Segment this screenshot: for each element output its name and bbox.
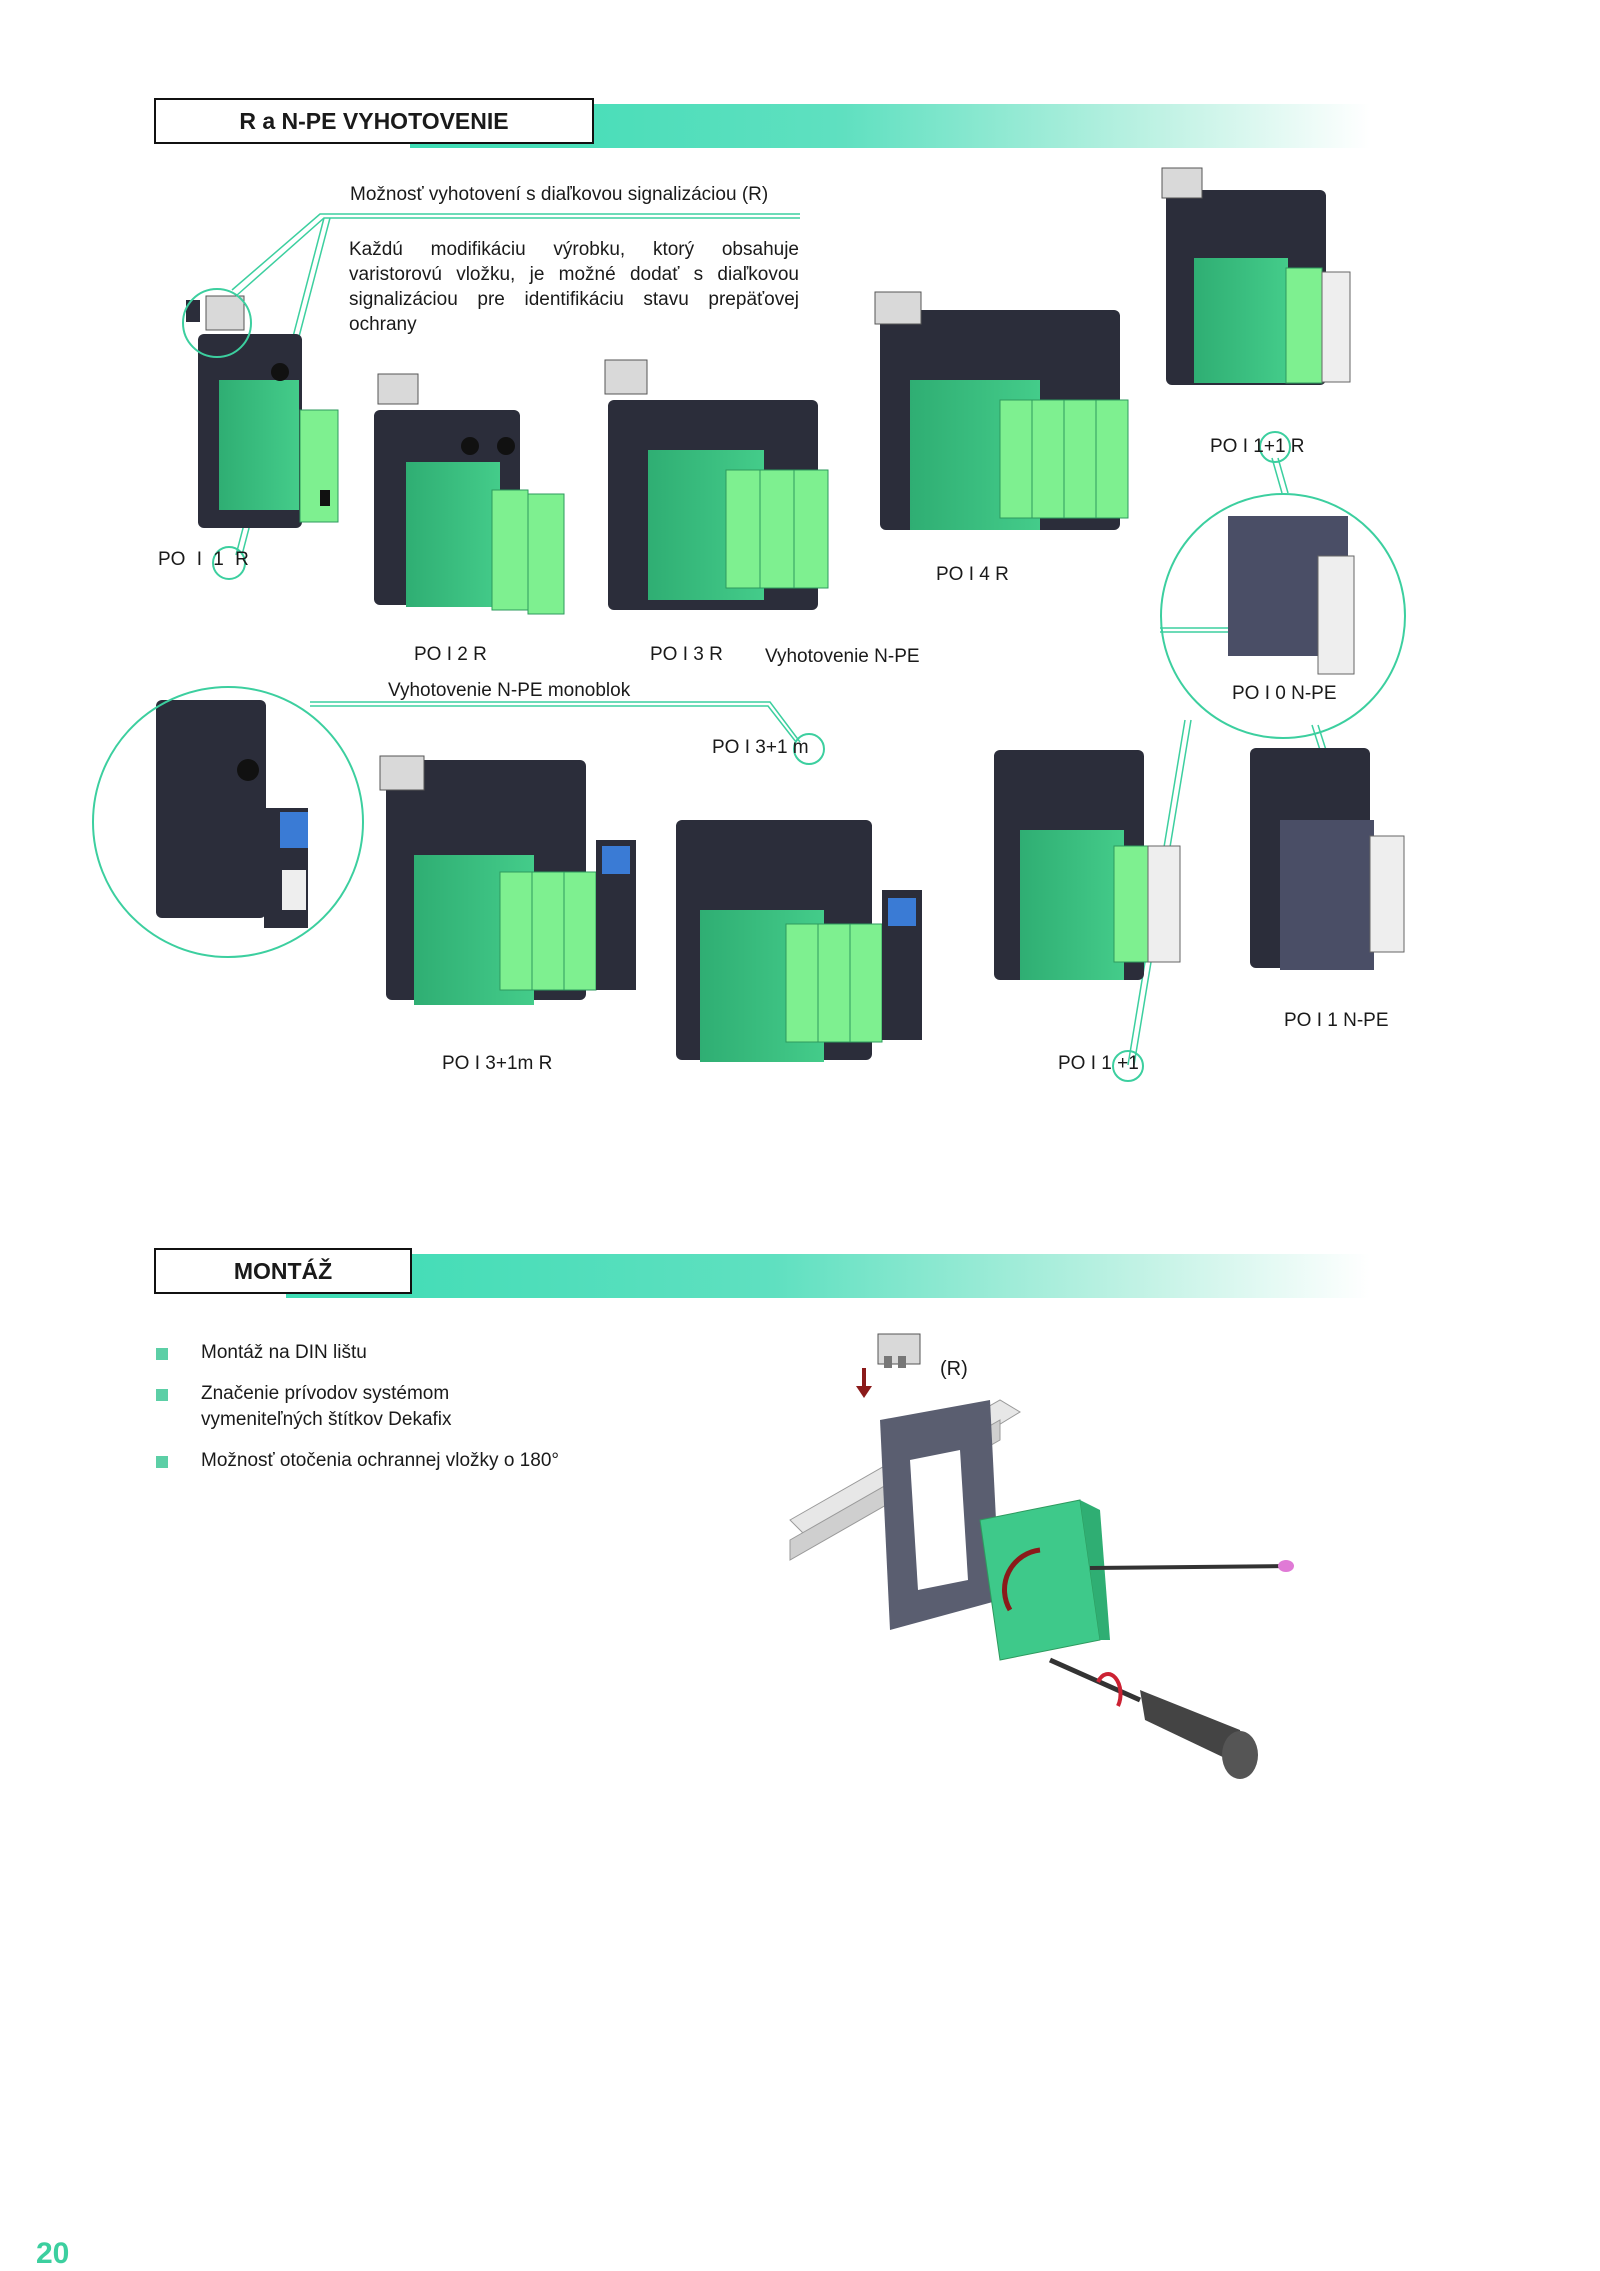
label-ring-plus1-r: [1259, 431, 1291, 463]
npe-detail-ring: [1160, 493, 1406, 739]
label-po11p1: PO I 1 +1: [1058, 1053, 1139, 1074]
product-po12r: [374, 373, 565, 615]
product-po11p1r: [1161, 167, 1351, 385]
remote-paragraph: Každú modifikáciu výrobku, ktorý obsahuj…: [349, 239, 799, 335]
bullet-marker: [156, 1389, 168, 1401]
green-insert: [979, 1499, 1110, 1661]
label-po11p1r: PO I 1+1 R: [1210, 436, 1305, 457]
label-po13p1m: PO I 3+1 m: [712, 737, 809, 758]
section-title: R a N-PE VYHOTOVENIE: [154, 98, 594, 144]
bullet-3: Možnosť otočenia ochrannej vložky o 180°: [201, 1450, 559, 1471]
label-po14r: PO I 4 R: [936, 564, 1009, 585]
bullet-1: Montáž na DIN lištu: [201, 1342, 367, 1363]
label-po11r: PO I 1 R: [158, 549, 249, 570]
r-terminal: [877, 1333, 921, 1368]
label-ring-r: [212, 546, 246, 580]
product-po13p1mr: [379, 755, 636, 1005]
product-po11p1: [994, 750, 1181, 980]
product-po13p1m: [676, 820, 922, 1062]
product-po11npe: [1250, 748, 1405, 970]
section2-header-band: [286, 1254, 1370, 1298]
rotate-arrow-icon: [1002, 1547, 1041, 1612]
housing: [880, 1400, 1000, 1630]
label-ring-m: [793, 733, 825, 765]
label-po12r: PO I 2 R: [414, 644, 487, 665]
monoblok-detail-ring: [92, 686, 364, 958]
screw-rotate-icon: [1096, 1672, 1123, 1707]
product-po14r: [874, 291, 1129, 530]
bullet-marker: [156, 1456, 168, 1468]
label-po11npe: PO I 1 N-PE: [1284, 1010, 1389, 1031]
screwdriver: [1048, 1657, 1258, 1779]
bullet-2: Značenie prívodov systémom vymeniteľných…: [201, 1383, 452, 1430]
down-arrow-icon: [856, 1368, 872, 1398]
r-label: (R): [940, 1358, 968, 1380]
page-number: 20: [36, 2237, 70, 2270]
label-vyhotovenie-npe-monoblok: Vyhotovenie N-PE monoblok: [388, 680, 631, 701]
pin-tool: [1089, 1560, 1294, 1572]
bullet-marker: [156, 1348, 168, 1360]
label-po13r: PO I 3 R: [650, 644, 723, 665]
label-po10npe: PO I 0 N-PE: [1232, 683, 1337, 704]
product-po13r: [604, 359, 829, 610]
remote-terminal-ring: [182, 288, 252, 358]
section2-title: MONTÁŽ: [154, 1248, 412, 1294]
label-vyhotovenie-npe: Vyhotovenie N-PE: [765, 646, 920, 667]
label-po13p1mr: PO I 3+1m R: [442, 1053, 553, 1074]
label-ring-plus1: [1112, 1050, 1144, 1082]
remote-caption: Možnosť vyhotovení s diaľkovou signalizá…: [350, 184, 769, 205]
